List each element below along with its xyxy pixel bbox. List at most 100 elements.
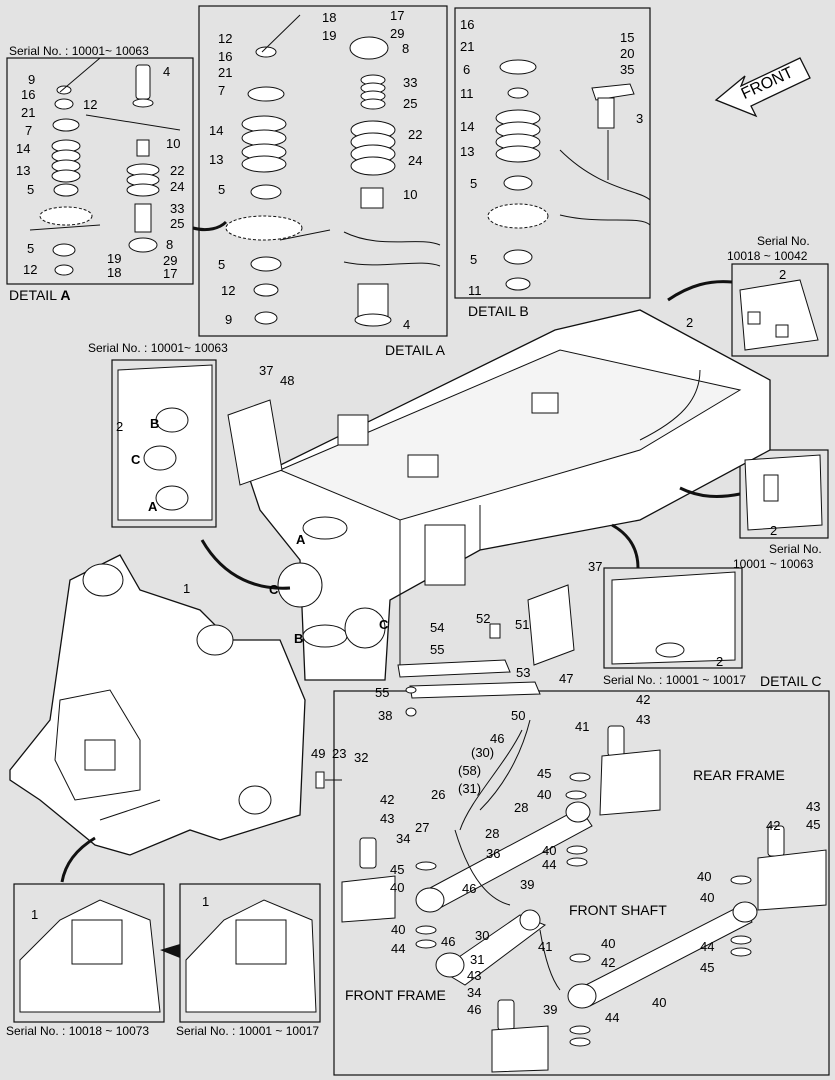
callout: 39 bbox=[543, 1002, 558, 1017]
detail-bottom-left-serial: Serial No. : 10018 ~ 10073 bbox=[6, 1024, 150, 1038]
detail-c-caption: DETAIL C bbox=[760, 673, 822, 689]
detail-right-serial-2: 10001 ~ 10063 bbox=[733, 557, 814, 571]
callout: A bbox=[296, 532, 306, 547]
callout: B bbox=[294, 631, 304, 646]
callout: 43 bbox=[467, 968, 482, 983]
callout: 24 bbox=[408, 153, 423, 168]
callout: 55 bbox=[430, 642, 445, 657]
callout: 21 bbox=[460, 39, 475, 54]
callout: 42 bbox=[380, 792, 395, 807]
detail-c-serial: Serial No. : 10001 ~ 10017 bbox=[603, 673, 747, 687]
callout: 5 bbox=[218, 257, 226, 272]
detail-a-center-parts bbox=[225, 14, 441, 327]
callout: 24 bbox=[170, 179, 185, 194]
callout: 40 bbox=[391, 922, 406, 937]
callout: 41 bbox=[538, 939, 553, 954]
callout: 40 bbox=[537, 787, 552, 802]
callout: 1 bbox=[202, 894, 210, 909]
callout: 38 bbox=[378, 708, 393, 723]
callout: 13 bbox=[460, 144, 475, 159]
callout: 45 bbox=[537, 766, 552, 781]
detail-a-left-box bbox=[6, 57, 194, 285]
callout: 44 bbox=[542, 857, 557, 872]
callout: 22 bbox=[170, 163, 185, 178]
callout: 13 bbox=[16, 163, 31, 178]
callout: 15 bbox=[620, 30, 635, 45]
callout: 53 bbox=[516, 665, 531, 680]
callout: 3 bbox=[636, 111, 644, 126]
callout: 7 bbox=[25, 123, 33, 138]
callout: (31) bbox=[458, 781, 482, 796]
callout: 51 bbox=[515, 617, 530, 632]
callout: 19 bbox=[107, 251, 122, 266]
callout: 55 bbox=[375, 685, 390, 700]
callout: 11 bbox=[468, 283, 482, 298]
caption-prefix: DETAIL bbox=[9, 287, 57, 303]
callout: 4 bbox=[163, 64, 171, 79]
callout: 14 bbox=[209, 123, 224, 138]
callout: 22 bbox=[408, 127, 423, 142]
callout: 40 bbox=[601, 936, 616, 951]
callout: C bbox=[269, 582, 279, 597]
callout: 25 bbox=[170, 216, 185, 231]
callout: (58) bbox=[458, 763, 482, 778]
callout: 37 bbox=[259, 363, 274, 378]
detail-a-left-serial: Serial No. : 10001~ 10063 bbox=[9, 44, 149, 58]
callout: 46 bbox=[467, 1002, 482, 1017]
front-frame-drawing bbox=[9, 554, 342, 856]
callout: 18 bbox=[322, 10, 337, 25]
callout: 5 bbox=[27, 241, 35, 256]
callout: 35 bbox=[620, 62, 635, 77]
callout: 28 bbox=[485, 826, 500, 841]
front-frame-label: FRONT FRAME bbox=[345, 987, 446, 1003]
callout: 16 bbox=[218, 49, 233, 64]
callout: 36 bbox=[486, 846, 501, 861]
callout: 44 bbox=[391, 941, 406, 956]
front-shaft-label: FRONT SHAFT bbox=[569, 902, 667, 918]
callout: 5 bbox=[470, 176, 478, 191]
callout: 31 bbox=[470, 952, 485, 967]
detail-a-left-caption: DETAIL A bbox=[9, 288, 70, 302]
callout: 33 bbox=[403, 75, 418, 90]
detail-top-right-serial-1: Serial No. bbox=[757, 234, 810, 248]
callout: 46 bbox=[441, 934, 456, 949]
callout: 45 bbox=[700, 960, 715, 975]
callout: 21 bbox=[21, 105, 36, 120]
callout: 5 bbox=[27, 182, 35, 197]
callout: 42 bbox=[601, 955, 616, 970]
callout: 9 bbox=[225, 312, 233, 327]
detail-small-drawings bbox=[19, 279, 823, 1013]
callout: 10 bbox=[403, 187, 418, 202]
callout: 30 bbox=[475, 928, 490, 943]
callout: 39 bbox=[520, 877, 535, 892]
callout: (30) bbox=[471, 745, 495, 760]
callout: 46 bbox=[490, 731, 505, 746]
callout: 50 bbox=[511, 708, 526, 723]
detail-b-caption: DETAIL B bbox=[468, 303, 529, 319]
callout: 19 bbox=[322, 28, 337, 43]
callout: 5 bbox=[470, 252, 478, 267]
steering-box bbox=[333, 690, 830, 1076]
steering-drawing bbox=[341, 719, 827, 1073]
callout: 17 bbox=[163, 266, 178, 281]
callout: 40 bbox=[390, 880, 405, 895]
callout: 42 bbox=[636, 692, 651, 707]
callout: 29 bbox=[163, 253, 178, 268]
callout: 2 bbox=[779, 267, 787, 282]
connector-arcs bbox=[60, 220, 741, 958]
callout: 14 bbox=[16, 141, 31, 156]
callout: 4 bbox=[403, 317, 411, 332]
front-arrow-icon bbox=[714, 57, 811, 118]
callout: A bbox=[148, 499, 158, 514]
callout: 25 bbox=[403, 96, 418, 111]
callout: 32 bbox=[354, 750, 369, 765]
caption-letter: A bbox=[60, 287, 71, 303]
callout: 20 bbox=[620, 46, 635, 61]
detail-b-parts bbox=[487, 59, 651, 291]
rear-frame-label: REAR FRAME bbox=[693, 767, 785, 783]
callout: 23 bbox=[332, 746, 347, 761]
callout: 45 bbox=[806, 817, 821, 832]
detail-top-right-serial-2: 10018 ~ 10042 bbox=[727, 249, 808, 263]
